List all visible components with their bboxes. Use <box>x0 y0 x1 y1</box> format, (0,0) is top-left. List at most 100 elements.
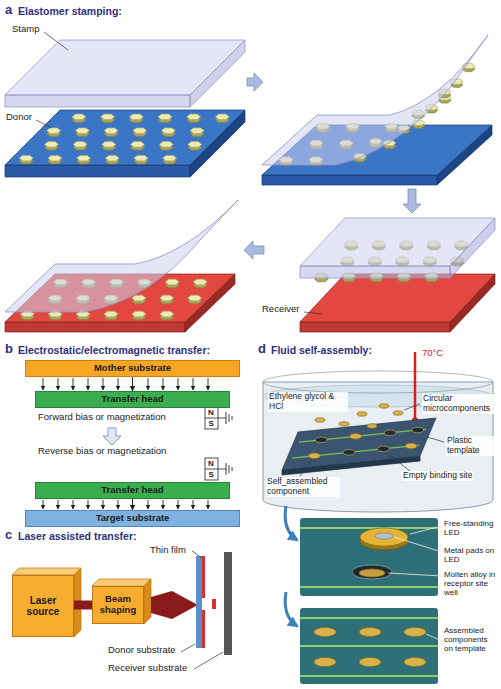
panel-title: Elastomer stamping: <box>18 5 122 17</box>
micro-chip <box>158 114 172 120</box>
magnet-symbol <box>205 469 218 470</box>
connector <box>132 499 133 510</box>
micro-chip <box>102 142 116 148</box>
magnet-symbol <box>205 458 218 480</box>
micro-chip <box>44 142 58 148</box>
circuit-trace <box>300 645 438 647</box>
field-arrow <box>43 378 44 390</box>
micro-chip <box>104 128 118 133</box>
stamp-slab <box>300 266 450 278</box>
leader-line <box>300 459 312 476</box>
binding-site <box>384 430 396 436</box>
binding-site <box>343 450 355 456</box>
leader-line <box>192 551 202 558</box>
panel-title: Laser assisted transfer: <box>18 530 136 542</box>
ground-symbol <box>229 414 230 422</box>
micro-chip <box>105 155 119 161</box>
field-arrow <box>103 378 104 390</box>
binding-site <box>315 437 327 443</box>
part-label: Receiver substrate <box>108 663 187 674</box>
binding-site <box>377 446 389 452</box>
pole-label: N <box>208 408 214 417</box>
field-arrow <box>58 500 59 509</box>
part-label: Receiver <box>262 304 300 315</box>
panel-letter: d <box>258 342 266 357</box>
zoom-arrow <box>285 506 297 540</box>
assembled-component <box>314 628 336 637</box>
leader-line <box>426 634 442 641</box>
ground-symbol <box>229 465 230 473</box>
thin-film <box>202 610 205 648</box>
box-top-face <box>92 579 151 586</box>
part-label: Self_assembled component <box>266 477 340 497</box>
ground-symbol <box>232 467 233 471</box>
leader-line <box>44 32 68 50</box>
field-arrow <box>178 378 179 390</box>
micro-chip <box>19 155 33 161</box>
micro-chip <box>160 311 174 317</box>
micro-chip <box>188 295 202 301</box>
receiver-slab <box>5 322 185 332</box>
part-label: Stamp <box>12 24 39 35</box>
stamp-slab <box>300 218 495 266</box>
part-label: Empty binding site <box>402 471 473 481</box>
leader-line <box>194 652 223 669</box>
circuit-trace <box>300 617 438 619</box>
donor-slab <box>5 110 245 165</box>
binding-site <box>412 427 424 433</box>
receiver-slab <box>300 274 495 322</box>
micro-chip <box>215 114 229 120</box>
stamp-peeling <box>5 200 238 312</box>
part-label: Donor <box>6 112 32 123</box>
micro-chip <box>75 128 89 133</box>
thermometer <box>414 352 417 418</box>
part-label: Free-standing LED <box>444 519 498 537</box>
microcomponent <box>367 424 377 428</box>
part-label: Donor substrate <box>108 645 176 656</box>
receptor-well <box>352 565 392 579</box>
node-text: Target substrate <box>96 513 170 524</box>
field-arrow <box>118 378 119 390</box>
part-label: Ethylene glycol & HCl <box>268 392 348 412</box>
micro-chip <box>47 128 61 133</box>
ground-symbol <box>218 418 226 419</box>
part-label: Molten alloy in receptor site well <box>444 570 498 598</box>
microcomponent <box>315 418 325 422</box>
template-closeup <box>300 608 438 684</box>
flow-arrow <box>247 73 263 91</box>
node-text: Transfer head <box>101 485 163 496</box>
assembled-component <box>404 628 426 637</box>
stamp-slab <box>5 95 190 107</box>
leader-line <box>404 404 420 410</box>
flow-arrow <box>103 428 121 445</box>
assembled-component <box>359 658 381 667</box>
field-arrow <box>193 500 194 509</box>
led-component <box>360 528 408 546</box>
micro-chip <box>193 279 207 285</box>
flow-arrow <box>403 189 421 213</box>
field-arrow <box>163 500 164 509</box>
temperature-label: 70°C <box>422 348 443 359</box>
field-arrow <box>73 378 74 390</box>
donor-slab <box>262 175 437 185</box>
leader-line <box>386 452 410 471</box>
assembled-component <box>405 443 417 449</box>
donor-slab <box>5 165 190 177</box>
transfer-head-bar: Transfer head <box>35 482 230 499</box>
leader-line <box>181 644 195 652</box>
field-arrow <box>103 500 104 509</box>
circuit-trace <box>299 429 426 442</box>
field-arrow <box>208 500 209 509</box>
field-arrow <box>148 378 149 390</box>
panel-title: Fluid self-assembly: <box>271 344 372 356</box>
ground-symbol <box>232 416 233 420</box>
substrate-bar: Target substrate <box>25 510 240 527</box>
field-arrow <box>58 378 59 390</box>
beaker-rim <box>263 371 493 393</box>
metal-pad <box>375 533 393 539</box>
node-text: Laser source <box>16 595 70 618</box>
template-closeup <box>300 518 438 596</box>
flow-arrow <box>244 241 264 259</box>
pole-label: S <box>209 470 214 479</box>
